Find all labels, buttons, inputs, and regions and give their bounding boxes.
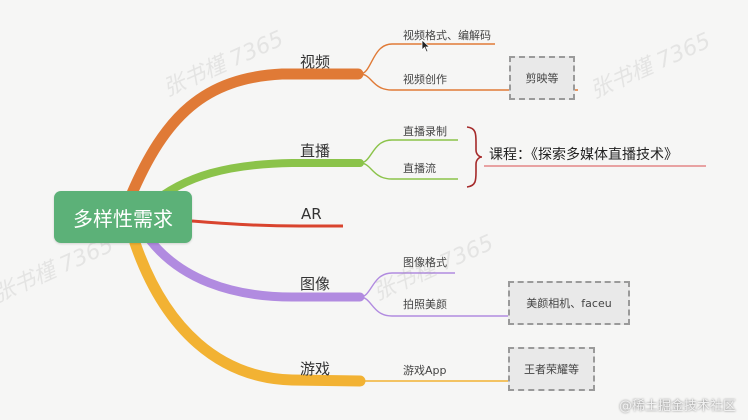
note-image-label: 美颜相机、faceu <box>526 297 612 310</box>
branch-connector-game <box>129 237 366 387</box>
leaf-image-format[interactable]: 图像格式 <box>403 256 447 269</box>
leaf-game-app[interactable]: 游戏App <box>403 364 447 377</box>
note-box-game[interactable]: 王者荣耀等 <box>508 347 595 391</box>
root-node[interactable]: 多样性需求 <box>54 191 192 243</box>
leaf-video-format[interactable]: 视频格式、编解码 <box>403 29 491 42</box>
note-video-label: 剪映等 <box>525 72 559 85</box>
branch-connector-ar <box>191 219 343 228</box>
branch-video-label[interactable]: 视频 <box>300 53 331 71</box>
root-node-label: 多样性需求 <box>73 206 173 231</box>
note-box-video[interactable]: 剪映等 <box>509 56 575 100</box>
leaf-connector-image-format <box>359 272 455 298</box>
leaf-video-create[interactable]: 视频创作 <box>403 73 447 86</box>
note-box-image[interactable]: 美颜相机、faceu <box>508 281 630 325</box>
source-credit: @稀土掘金技术社区 <box>618 399 736 414</box>
branch-image-label[interactable]: 图像 <box>300 275 331 293</box>
branch-game-label[interactable]: 游戏 <box>300 360 331 378</box>
leaf-connector-image-beauty <box>359 296 630 317</box>
branch-connector-image <box>145 235 365 302</box>
leaf-image-beauty[interactable]: 拍照美颜 <box>403 298 447 311</box>
leaf-connector-video-create <box>359 73 578 91</box>
leaf-connector-live-record <box>359 139 458 164</box>
branch-live-label[interactable]: 直播 <box>300 142 331 160</box>
leaf-live-stream[interactable]: 直播流 <box>403 162 436 175</box>
leaf-connector-live-stream <box>359 162 458 180</box>
course-label[interactable]: 课程：《探索多媒体直播技术》 <box>489 147 678 163</box>
branch-connector-video <box>124 68 364 204</box>
note-game-label: 王者荣耀等 <box>524 363 579 376</box>
leaf-connector-video-format <box>359 43 495 75</box>
course-brace <box>466 126 483 188</box>
leaf-live-record[interactable]: 直播录制 <box>403 125 447 138</box>
mouse-cursor-icon <box>421 39 431 53</box>
branch-ar-label[interactable]: AR <box>301 205 322 223</box>
